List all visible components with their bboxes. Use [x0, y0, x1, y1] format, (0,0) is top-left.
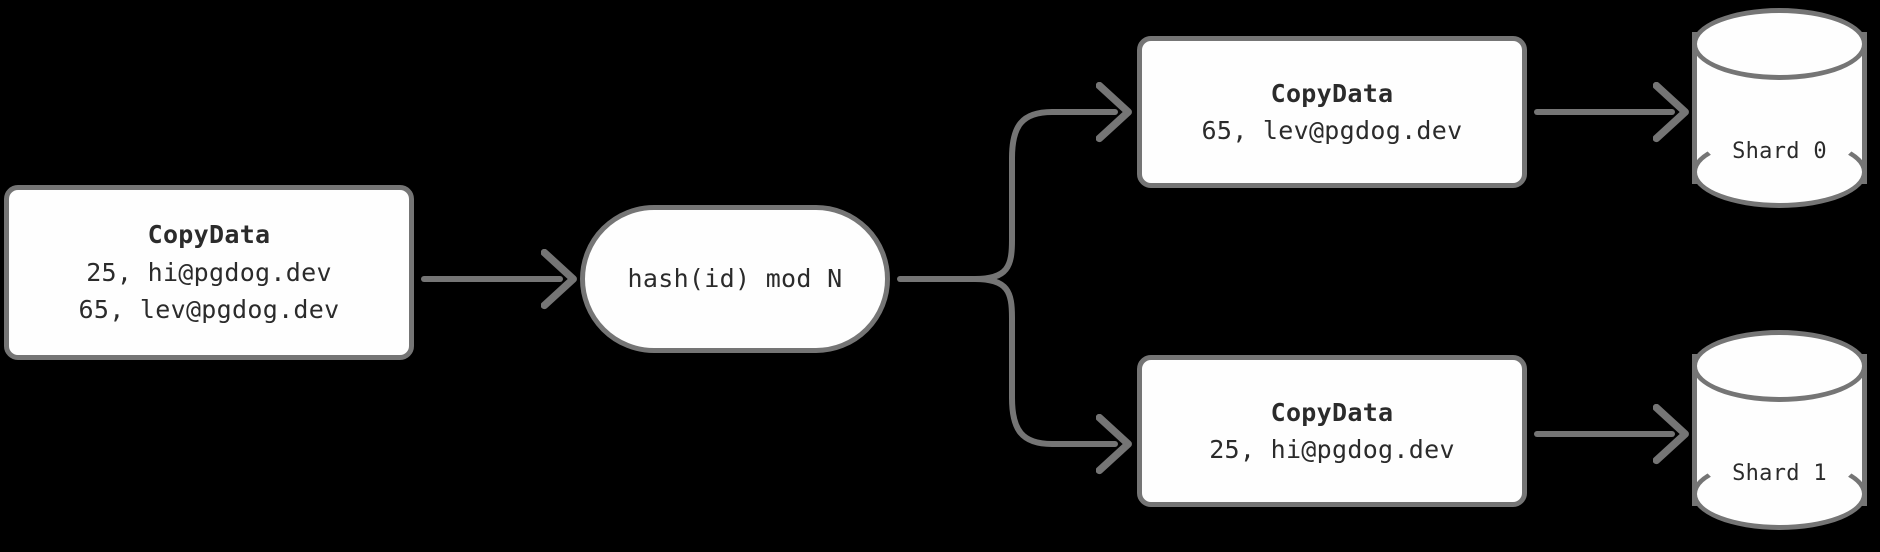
arrow-router-to-copydata-1: [972, 276, 1115, 444]
branch-1-copydata-title: CopyData: [1270, 397, 1394, 427]
arrow-router-to-copydata-0: [972, 112, 1115, 282]
shard-1-label: Shard 1: [1732, 461, 1827, 486]
hash-router-label: hash(id) mod N: [627, 264, 843, 294]
database-icon-top: [1692, 8, 1867, 80]
shard-0-database-cylinder[interactable]: Shard 0: [1692, 8, 1867, 208]
branch-0-copydata-node[interactable]: CopyData 65, lev@pgdog.dev: [1137, 36, 1527, 188]
source-copydata-row: 65, lev@pgdog.dev: [78, 295, 340, 325]
hash-router-node[interactable]: hash(id) mod N: [580, 205, 890, 353]
database-icon-top: [1692, 330, 1867, 402]
database-icon-bottom: [1692, 136, 1867, 208]
shard-0-label: Shard 0: [1732, 139, 1827, 164]
source-copydata-node[interactable]: CopyData 25, hi@pgdog.dev 65, lev@pgdog.…: [4, 185, 414, 360]
source-copydata-title: CopyData: [147, 220, 271, 250]
branch-0-copydata-row: 65, lev@pgdog.dev: [1201, 116, 1463, 145]
shard-1-database-cylinder[interactable]: Shard 1: [1692, 330, 1867, 530]
branch-1-copydata-row: 25, hi@pgdog.dev: [1209, 435, 1455, 464]
database-icon-bottom: [1692, 458, 1867, 530]
branch-1-copydata-node[interactable]: CopyData 25, hi@pgdog.dev: [1137, 355, 1527, 507]
source-copydata-row: 25, hi@pgdog.dev: [86, 257, 332, 287]
branch-0-copydata-title: CopyData: [1270, 78, 1394, 108]
